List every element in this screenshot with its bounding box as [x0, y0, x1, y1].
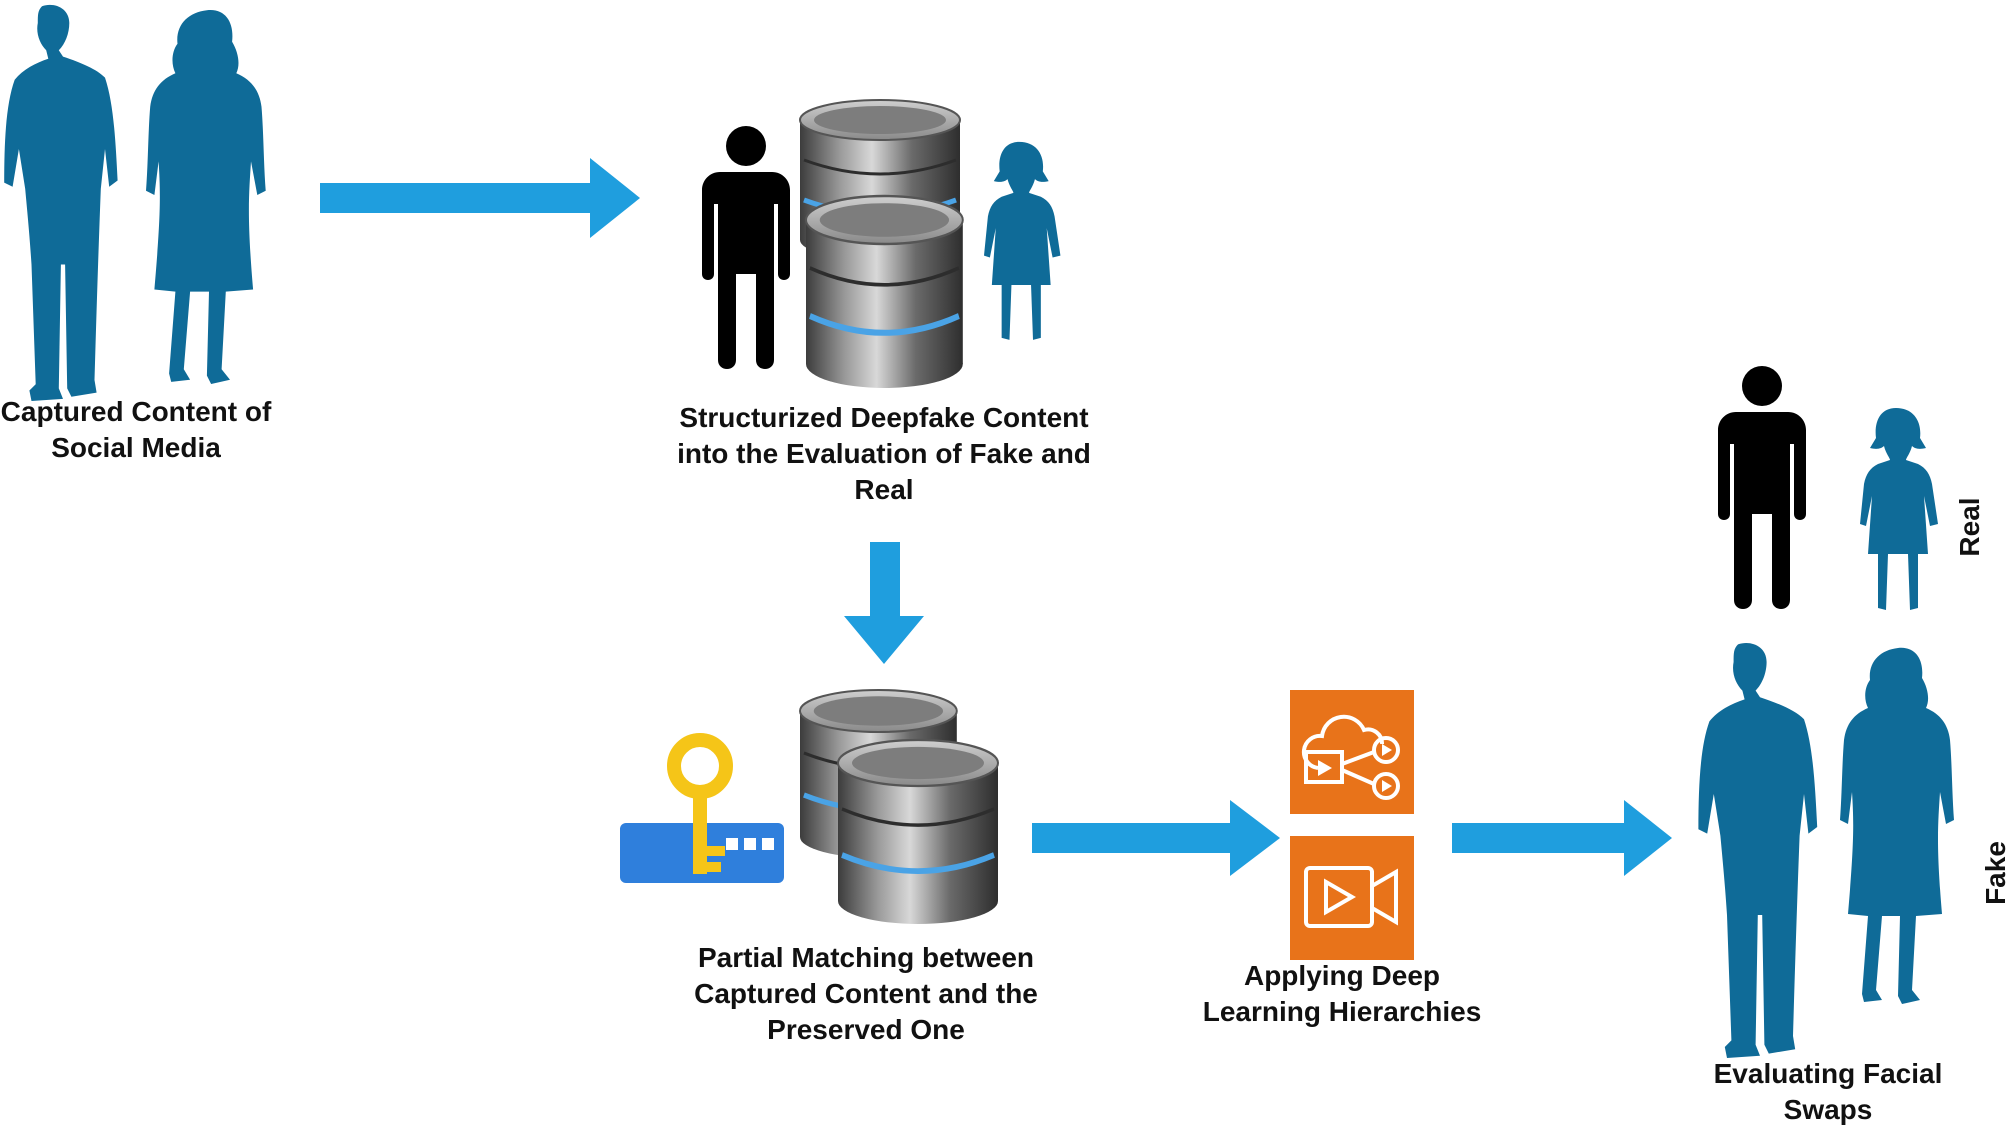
evaluating-swaps-label: Evaluating Facial Swaps: [1713, 1058, 1943, 1125]
arrow-structurized-to-partial: [844, 542, 924, 664]
real-side-label: Real: [1954, 497, 1985, 557]
structurized-content-label: Structurized Deepfake Content into the E…: [677, 402, 1091, 505]
captured-content-label: Captured Content of Social Media: [0, 396, 272, 463]
arrow-partial-to-deep-learning: [1032, 800, 1280, 876]
arrow-captured-to-structurized: [320, 158, 640, 238]
deep-learning-media-icons: [1290, 690, 1414, 960]
deep-learning-label: Applying Deep Learning Hierarchies: [1202, 960, 1482, 1027]
structurized-database-icon: [702, 100, 1061, 388]
fake-side-label: Fake: [1980, 841, 2008, 905]
partial-matching-label: Partial Matching between Captured Conten…: [694, 942, 1038, 1045]
arrow-deep-learning-to-evaluating: [1452, 800, 1672, 876]
real-people-icon: [1718, 366, 1938, 610]
fake-people-icon: [1698, 643, 1954, 1058]
partial-key-database-icon: [620, 690, 998, 924]
captured-people-icon: [4, 4, 266, 401]
